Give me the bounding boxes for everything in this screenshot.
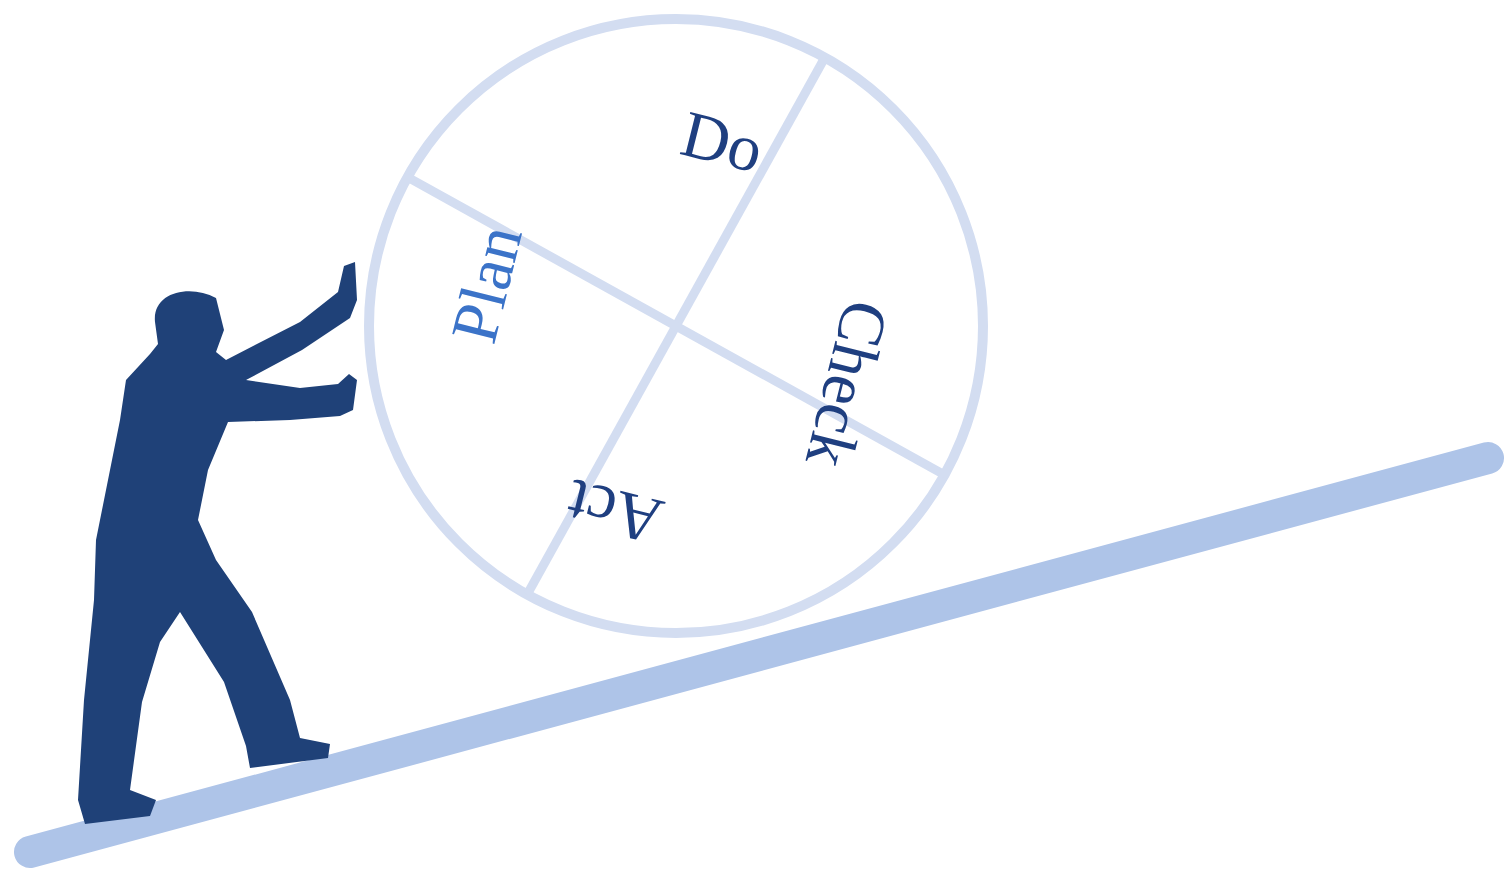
person-silhouette [78, 262, 357, 824]
cycle-wheel: PlanDoCheckAct [363, 12, 989, 640]
wheel-rim [369, 19, 983, 633]
